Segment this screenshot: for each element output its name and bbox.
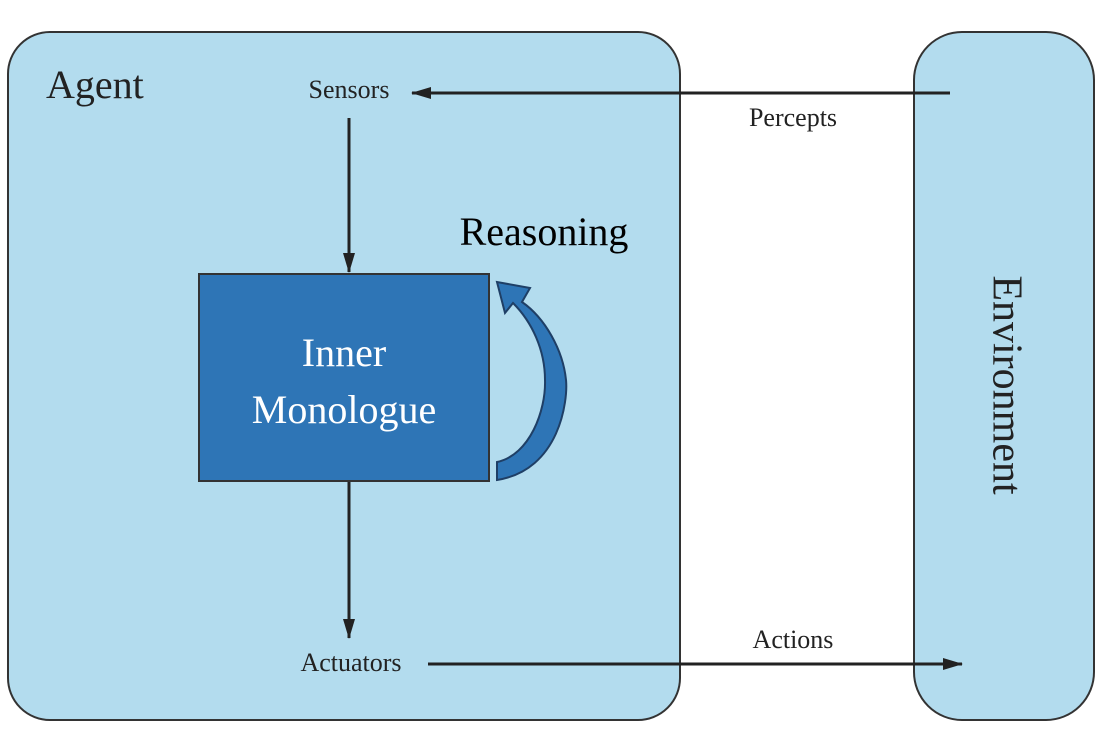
inner-monologue-line1: Inner bbox=[302, 330, 386, 375]
actuators-label: Actuators bbox=[300, 648, 401, 677]
inner-monologue-box bbox=[198, 273, 490, 482]
percepts-label: Percepts bbox=[749, 103, 837, 132]
environment-label: Environment bbox=[983, 275, 1029, 495]
reasoning-label: Reasoning bbox=[460, 209, 629, 254]
sensors-label: Sensors bbox=[309, 75, 390, 104]
actions-label: Actions bbox=[753, 625, 834, 654]
inner-monologue-line2: Monologue bbox=[252, 387, 436, 432]
agent-title: Agent bbox=[46, 62, 144, 107]
environment-box bbox=[913, 31, 1095, 721]
reasoning-loop-arrow bbox=[495, 280, 568, 482]
